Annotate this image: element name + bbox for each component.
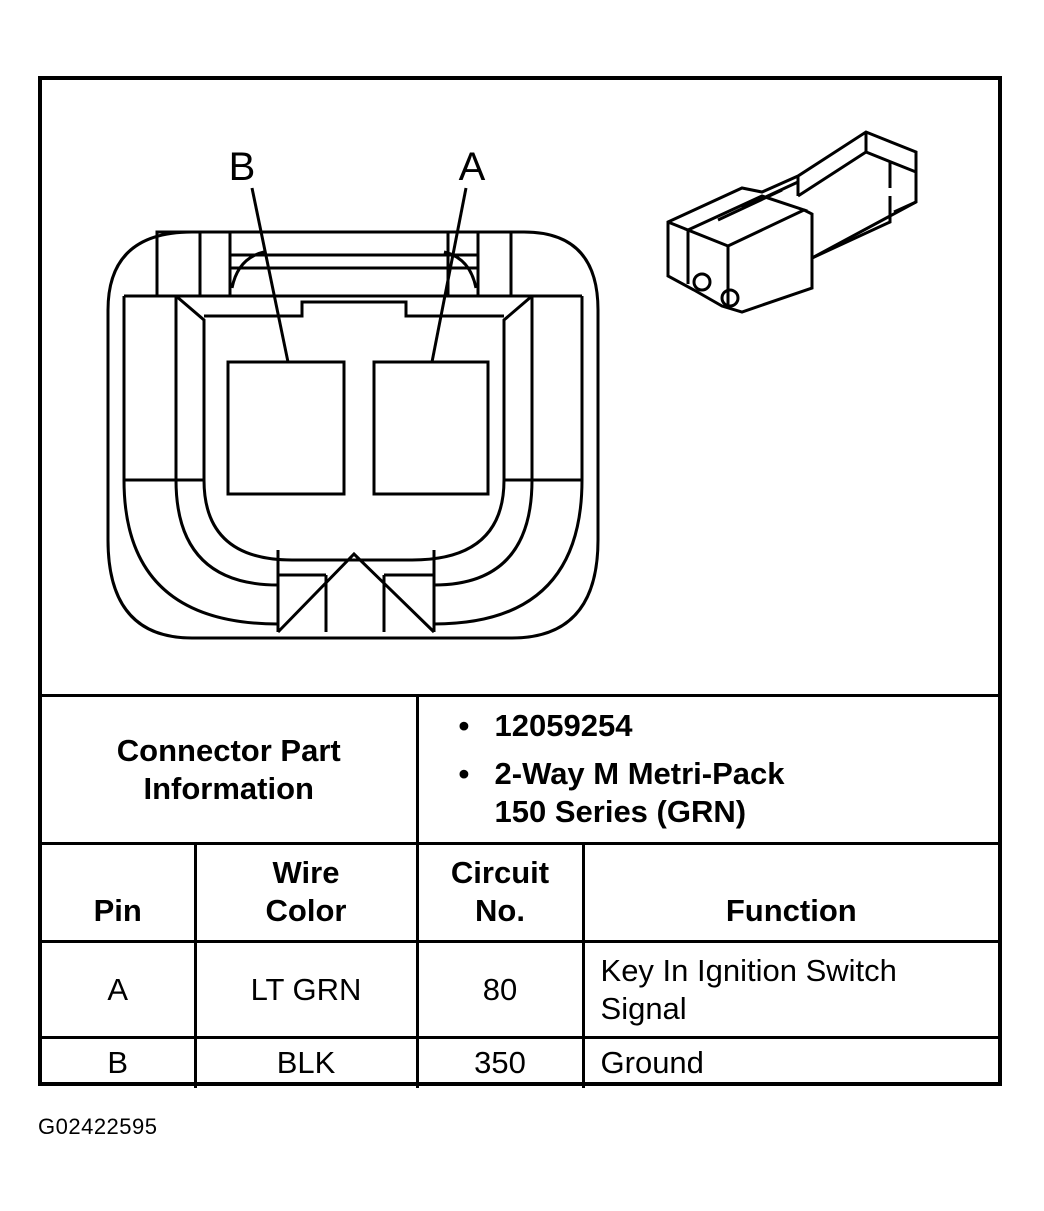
connector-part-numbers-cell: • 12059254 • 2-Way M Metri-Pack 150 Seri… [415,694,999,845]
connector-part-label-line1: Connector Part [116,732,341,768]
terminal-cavity-b [226,360,346,496]
wire-color-header-line1: Wire [272,855,340,890]
connector-face-drawing: B A [106,130,918,640]
leader-line-b [250,187,290,363]
part-series-line2: 150 Series (GRN) [494,794,747,829]
circuit-cell: 350 [415,1036,585,1088]
terminal-label-b: B [229,145,256,189]
part-series-item: • 2-Way M Metri-Pack 150 Series (GRN) [459,755,999,831]
bullet-icon: • [458,708,470,743]
circuit-cell: 80 [415,940,585,1039]
part-number-text: 12059254 [494,708,633,743]
pin-header-text: Pin [93,893,142,928]
function-cell: Key In Ignition Switch Signal [581,940,999,1039]
part-series-line1: 2-Way M Metri-Pack [494,756,785,791]
circuit-header: Circuit No. [415,842,585,943]
function-header-text: Function [725,893,857,928]
leader-line-a [430,187,468,363]
wire-color-cell: LT GRN [193,940,419,1039]
table-row: A LT GRN 80 Key In Ignition Switch Signa… [42,940,999,1039]
circuit-header-line1: Circuit [450,855,550,890]
connector-part-row: Connector Part Information • 12059254 • … [42,694,999,845]
pin-cell: B [42,1036,197,1088]
connector-part-label-cell: Connector Part Information [42,694,419,845]
wire-color-cell: BLK [193,1036,419,1088]
terminal-label-a: A [459,145,486,189]
table-header-row: Pin Wire Color Circuit No. Function [42,842,999,943]
function-cell: Ground [581,1036,999,1088]
function-header: Function [581,842,999,943]
pin-header: Pin [42,842,197,943]
function-line2: Signal [600,990,687,1026]
connector-info-table: Connector Part Information • 12059254 • … [42,694,999,1088]
connector-isometric-drawing [666,130,918,314]
table-row: B BLK 350 Ground [42,1036,999,1088]
connector-figure-frame: B A [38,76,1002,1088]
circuit-header-line2: No. [475,893,525,928]
wire-color-header: Wire Color [193,842,419,943]
connector-outer-shell [106,230,600,640]
wire-color-header-line2: Color [265,893,347,928]
bullet-icon: • [458,756,470,791]
connector-diagram: B A [42,80,998,696]
terminal-cavity-a [372,360,490,496]
connector-part-label-line2: Information [143,770,315,806]
part-series-text: 2-Way M Metri-Pack 150 Series (GRN) [495,755,785,831]
pin-cell: A [42,940,197,1039]
part-number-item: • 12059254 [459,707,999,745]
function-line1: Key In Ignition Switch [600,952,897,988]
figure-code: G02422595 [38,1114,158,1139]
